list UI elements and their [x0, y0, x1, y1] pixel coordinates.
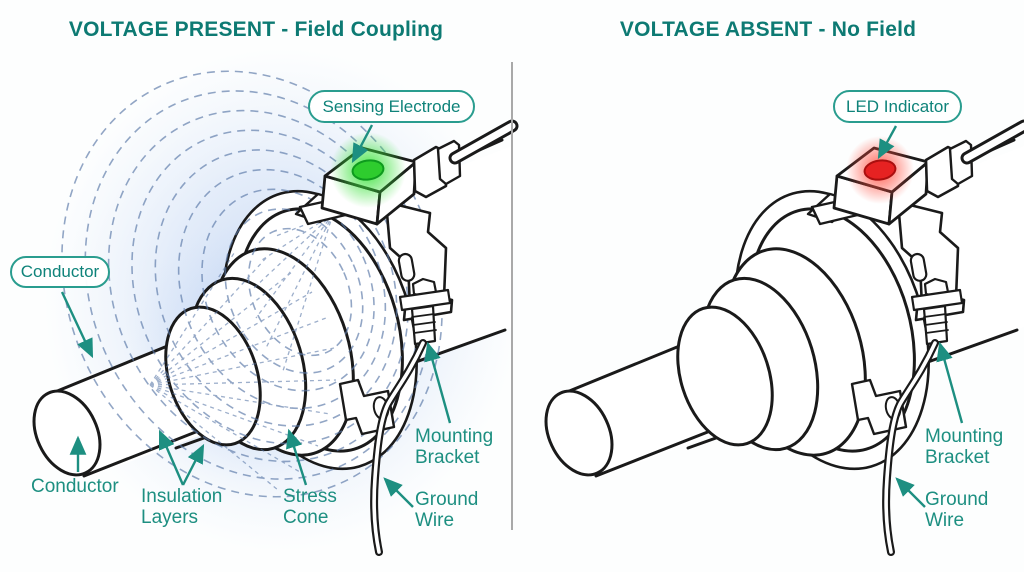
arrow-to-ground-wire: [895, 477, 926, 508]
arrow-to-stress-cone: [286, 428, 308, 486]
left-panel-illustration: [19, 48, 520, 558]
arrow-to-mounting-bracket: [424, 341, 452, 424]
arrow-to-mounting-bracket: [936, 341, 964, 424]
left-panel-arrows: [60, 124, 452, 508]
led-indicator-off: [846, 136, 914, 204]
arrow-to-insulation-layer-1: [158, 429, 185, 486]
arrow-to-ground-wire: [383, 477, 414, 508]
arrow-to-sensing-electrode: [351, 124, 374, 164]
panel-divider: [511, 62, 513, 530]
arrow-to-led-indicator: [877, 125, 898, 160]
sensing-electrode-led-on: [330, 132, 406, 208]
right-panel-arrows: [877, 125, 964, 508]
arrow-to-conductor-top: [60, 291, 94, 359]
arrow-to-insulation-layer-2: [181, 443, 205, 486]
right-panel-illustration: [531, 125, 1024, 552]
